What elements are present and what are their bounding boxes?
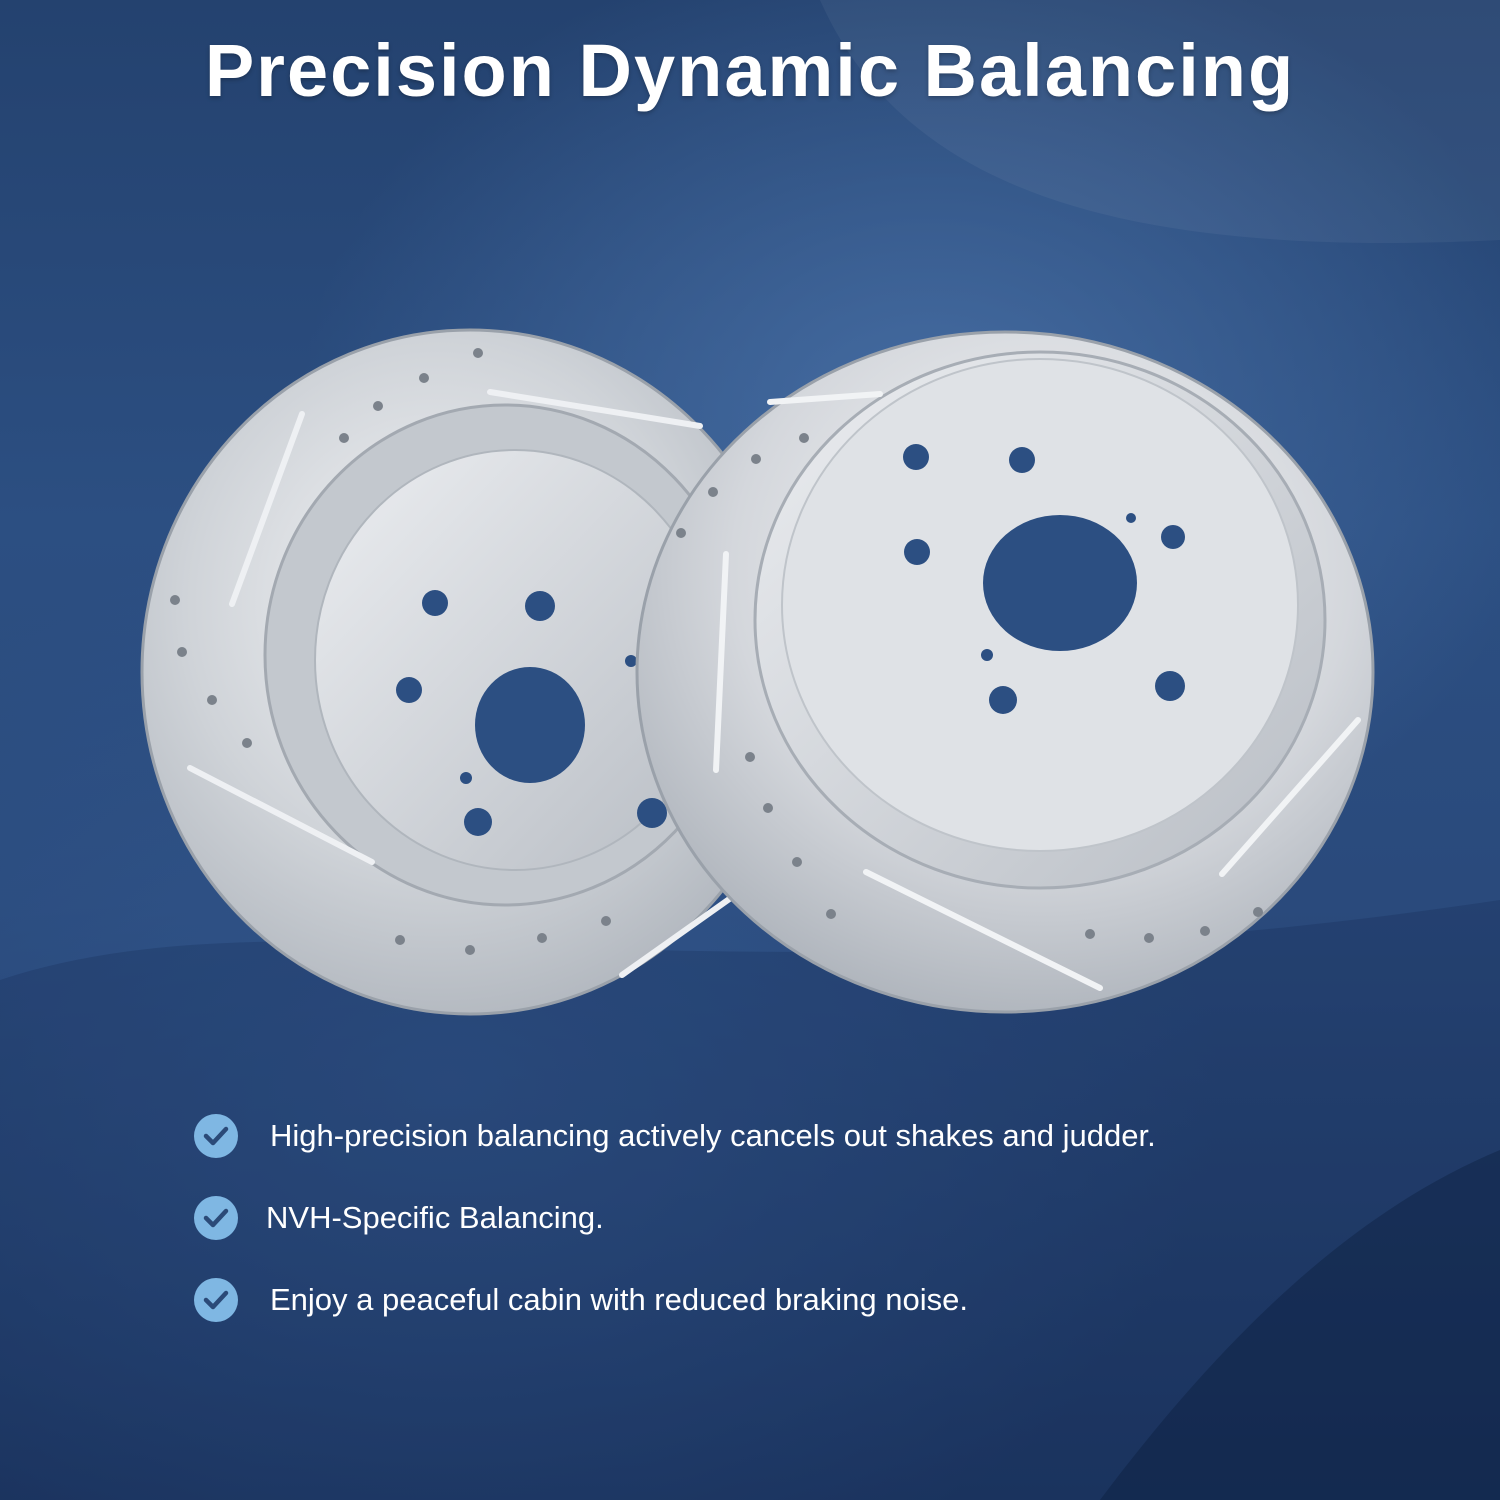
right-rotor: [635, 330, 1375, 1014]
feature-text: High-precision balancing actively cancel…: [270, 1118, 1156, 1153]
page-title: Precision Dynamic Balancing: [204, 29, 1296, 112]
brake-rotors-image: [140, 328, 1375, 1016]
feature-item: NVH-Specific Balancing.: [190, 1190, 1340, 1272]
feature-text: Enjoy a peaceful cabin with reduced brak…: [270, 1282, 968, 1317]
feature-list: High-precision balancing actively cancel…: [190, 1108, 1340, 1354]
feature-text: NVH-Specific Balancing.: [266, 1200, 604, 1235]
feature-item: Enjoy a peaceful cabin with reduced brak…: [190, 1272, 1340, 1354]
check-circle-icon: [194, 1278, 238, 1322]
check-circle-icon: [194, 1196, 238, 1240]
check-circle-icon: [194, 1114, 238, 1158]
feature-item: High-precision balancing actively cancel…: [190, 1108, 1340, 1190]
